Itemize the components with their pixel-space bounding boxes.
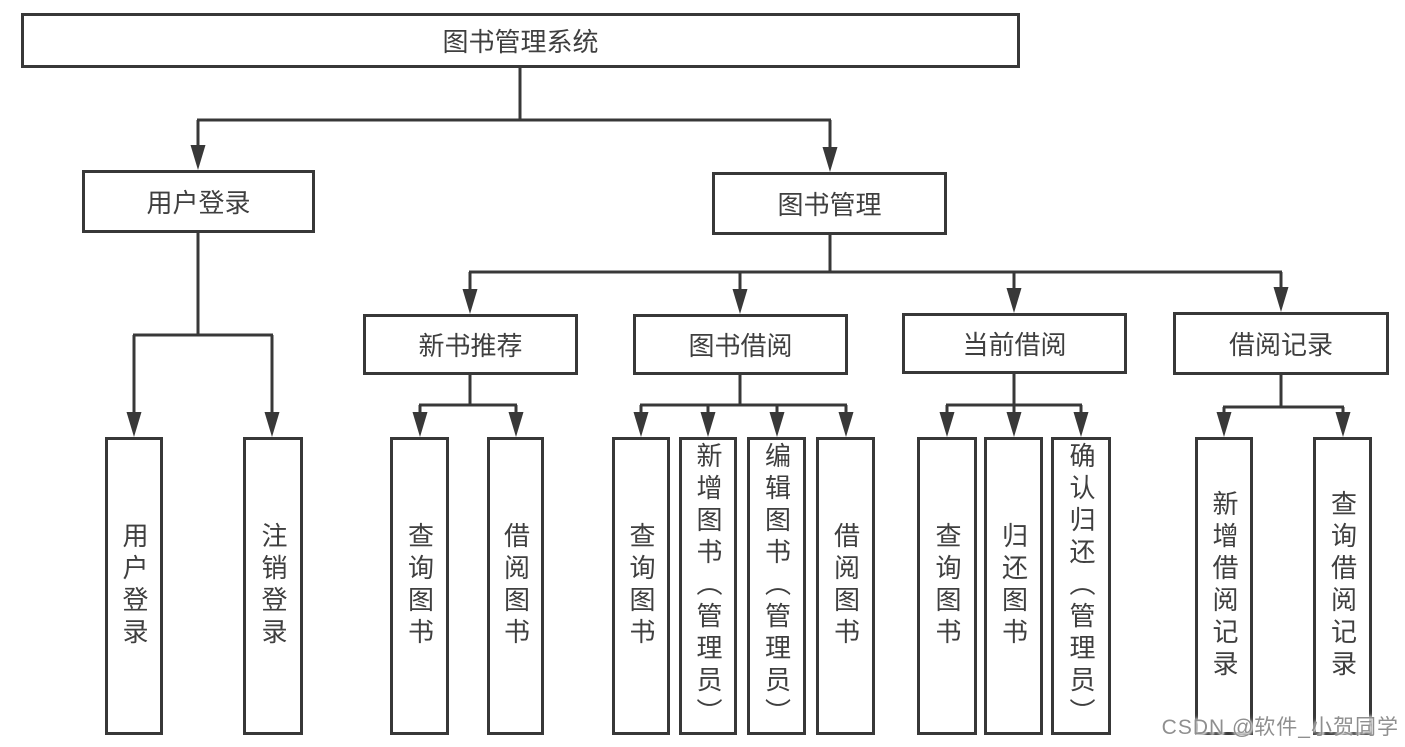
leaf-logout: 注销登录 [243,437,303,735]
leaf-add-book-admin: 新增图书（管理员） [679,437,737,735]
leaf-query-books-recommend: 查询图书 [390,437,449,735]
node-new-book-recommend: 新书推荐 [363,314,578,375]
leaf-query-books-current: 查询图书 [917,437,977,735]
leaf-add-borrow-record: 新增借阅记录 [1195,437,1253,735]
arrow-down-icon [412,412,428,437]
leaf-edit-book-admin: 编辑图书（管理员） [747,437,806,735]
node-library-system: 图书管理系统 [21,13,1020,68]
leaf-borrow-books: 借阅图书 [816,437,875,735]
arrow-down-icon [769,412,785,437]
arrow-down-icon [508,412,524,437]
arrow-down-icon [1073,412,1089,437]
arrow-down-icon [264,412,280,437]
arrow-down-icon [1273,287,1289,312]
arrow-down-icon [190,145,206,170]
arrow-down-icon [1216,412,1232,437]
leaf-user-login: 用户登录 [105,437,163,735]
leaf-return-book: 归还图书 [984,437,1043,735]
arrow-down-icon [1335,412,1351,437]
node-book-borrowing: 图书借阅 [633,314,848,375]
arrow-down-icon [1006,288,1022,313]
leaf-query-books-borrowing: 查询图书 [612,437,670,735]
arrow-down-icon [633,412,649,437]
arrow-down-icon [1006,412,1022,437]
arrow-down-icon [822,147,838,172]
leaf-borrow-books-recommend: 借阅图书 [487,437,544,735]
node-book-management: 图书管理 [712,172,947,235]
arrow-down-icon [462,289,478,314]
node-borrowing-records: 借阅记录 [1173,312,1389,375]
leaf-confirm-return-admin: 确认归还（管理员） [1051,437,1111,735]
arrow-down-icon [700,412,716,437]
arrow-down-icon [732,289,748,314]
arrow-down-icon [939,412,955,437]
arrow-down-icon [838,412,854,437]
arrow-down-icon [126,412,142,437]
node-current-borrowing: 当前借阅 [902,313,1127,374]
node-user-login: 用户登录 [82,170,315,233]
leaf-query-borrow-record: 查询借阅记录 [1313,437,1372,735]
watermark: CSDN @软件_小贺同学 [1161,716,1399,739]
